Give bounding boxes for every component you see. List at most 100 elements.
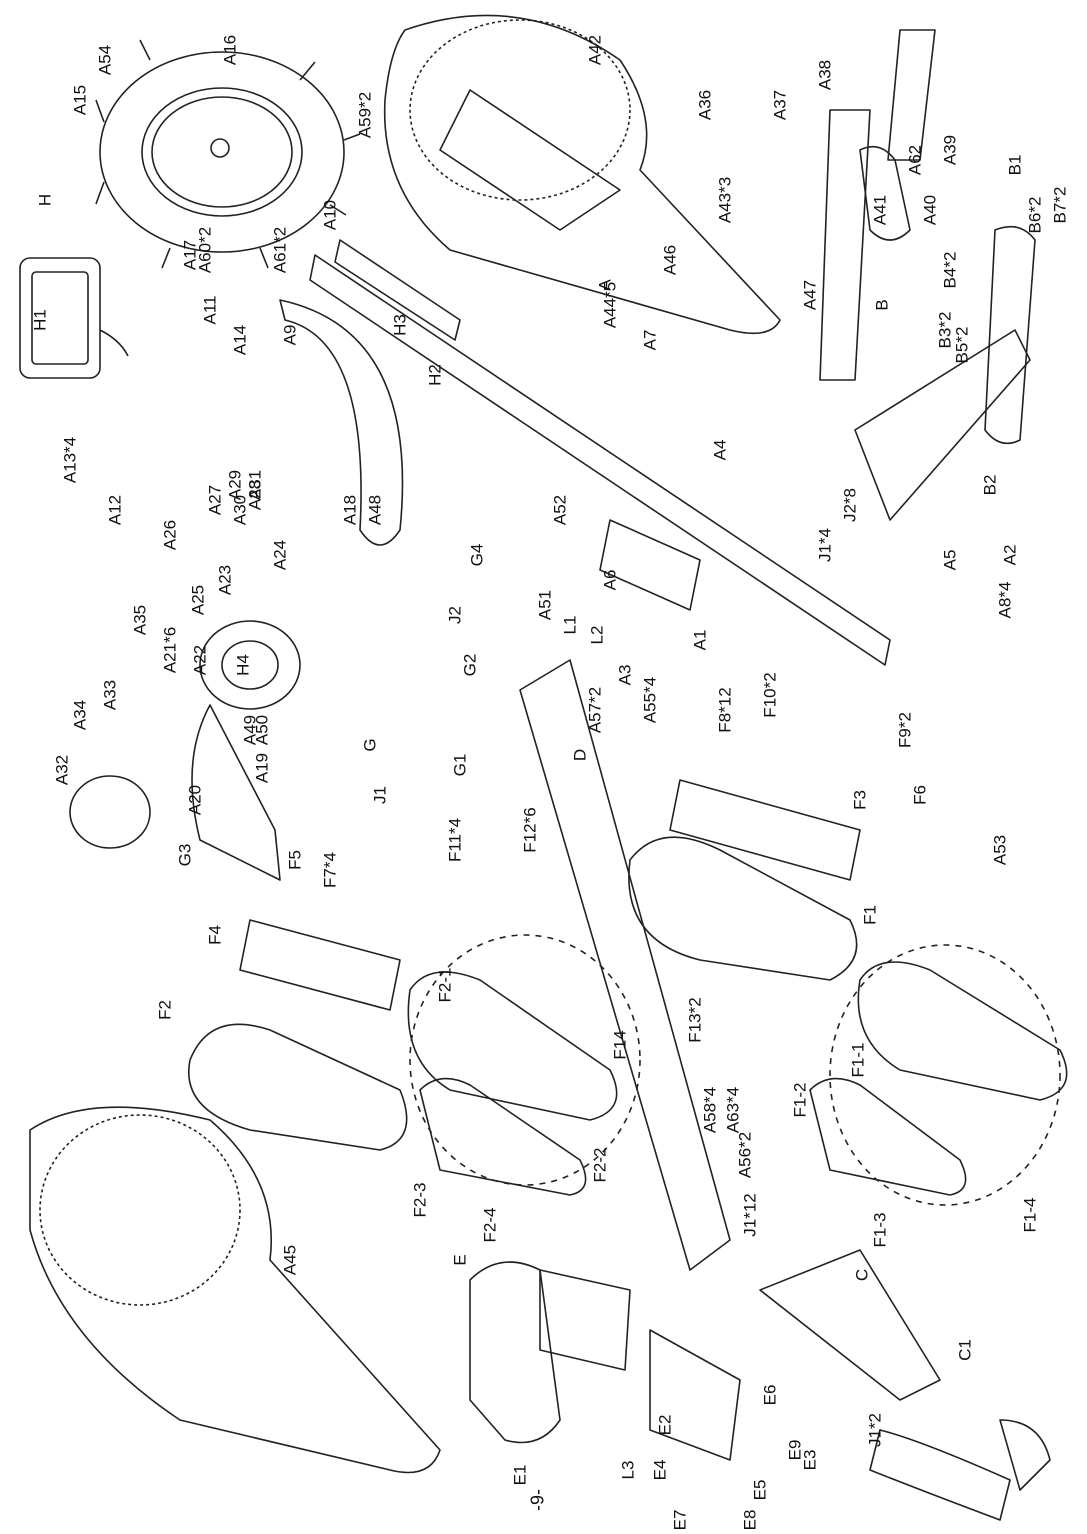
part-label: A10 xyxy=(320,199,340,231)
part-label: F2-2 xyxy=(590,1147,610,1183)
part-label: A18 xyxy=(340,494,360,526)
part-label: F1-3 xyxy=(870,1212,890,1248)
part-label: A50 xyxy=(252,714,272,746)
part-label: A33 xyxy=(100,679,120,711)
part-label: E6 xyxy=(760,1384,780,1406)
part-label: A41 xyxy=(870,194,890,226)
part-label: F1-2 xyxy=(790,1082,810,1118)
part-label: A37 xyxy=(770,89,790,121)
part-label: E4 xyxy=(650,1459,670,1481)
part-label: E5 xyxy=(750,1479,770,1501)
part-label: H1 xyxy=(30,309,50,331)
part-label: A43*3 xyxy=(715,176,735,224)
part-label: B6*2 xyxy=(1025,196,1045,234)
part-label: A4 xyxy=(710,439,730,461)
seat-drawing xyxy=(469,1261,741,1461)
part-label: E9 xyxy=(785,1439,805,1461)
part-label: A51 xyxy=(535,589,555,621)
part-label: A11 xyxy=(200,295,220,325)
part-label: A56*2 xyxy=(735,1131,755,1179)
part-label: A60*2 xyxy=(195,226,215,274)
part-label: A57*2 xyxy=(585,686,605,734)
part-label: L1 xyxy=(560,615,580,635)
part-label: G4 xyxy=(467,543,487,567)
part-label: F10*2 xyxy=(760,672,780,718)
part-label: J1*2 xyxy=(865,1412,885,1448)
part-label: A1 xyxy=(690,629,710,651)
part-label: B1 xyxy=(1005,154,1025,176)
part-label: J2*8 xyxy=(840,487,860,523)
part-label: E xyxy=(450,1254,470,1266)
part-label: A25 xyxy=(188,584,208,616)
part-label: A42 xyxy=(585,34,605,66)
part-label: A2 xyxy=(1000,544,1020,566)
part-label: F1-1 xyxy=(848,1042,868,1078)
main-frame-drawing xyxy=(309,239,891,666)
part-label: G3 xyxy=(175,843,195,867)
part-label: A31 xyxy=(245,469,265,501)
part-label: A52 xyxy=(550,494,570,526)
part-label: A5 xyxy=(940,549,960,571)
part-label: J2 xyxy=(445,606,465,624)
part-label: F2-3 xyxy=(410,1182,430,1218)
part-label: A19 xyxy=(252,752,272,784)
part-label: A46 xyxy=(660,244,680,276)
part-label: B xyxy=(872,299,892,311)
part-label: J1 xyxy=(370,786,390,804)
part-label: H xyxy=(35,193,55,207)
part-label: A7 xyxy=(640,329,660,351)
part-label: A62 xyxy=(905,144,925,176)
part-label: B3*2 xyxy=(935,311,955,349)
part-label: A24 xyxy=(270,539,290,571)
rail-drawing xyxy=(519,659,731,1271)
right-cover-drawing xyxy=(383,14,781,335)
handle-tubes-drawing xyxy=(819,29,936,381)
part-label: A35 xyxy=(130,604,150,636)
part-label: F2 xyxy=(155,1000,175,1020)
part-label: G2 xyxy=(460,653,480,677)
part-label: A40 xyxy=(920,194,940,226)
rear-stabilizer-drawing xyxy=(854,225,1036,521)
part-label: F1-4 xyxy=(1020,1197,1040,1233)
part-label: A16 xyxy=(220,34,240,66)
part-label: L2 xyxy=(587,625,607,645)
left-cover-drawing xyxy=(29,1106,441,1474)
part-label: A61*2 xyxy=(270,226,290,274)
part-label: A15 xyxy=(70,84,90,116)
part-label: A23 xyxy=(215,564,235,596)
part-label: F14 xyxy=(610,1030,630,1060)
part-label: A58*4 xyxy=(700,1086,720,1134)
part-label: F8*12 xyxy=(715,687,735,733)
part-label: A12 xyxy=(105,494,125,526)
part-label: A13*4 xyxy=(60,436,80,484)
part-label: F4 xyxy=(205,925,225,945)
part-label: A55*4 xyxy=(640,676,660,724)
part-label: A39 xyxy=(940,134,960,166)
part-label: A22 xyxy=(190,644,210,676)
part-label: A6 xyxy=(600,569,620,591)
part-label: A26 xyxy=(160,519,180,551)
page-number: -9- xyxy=(527,1489,548,1511)
drive-belt-drawing xyxy=(69,299,404,881)
part-label: J1*12 xyxy=(740,1193,760,1237)
part-label: F7*4 xyxy=(320,852,340,888)
part-label: A54 xyxy=(95,44,115,76)
part-label: A34 xyxy=(70,699,90,731)
part-label: F2-4 xyxy=(480,1207,500,1243)
part-label: A53 xyxy=(990,834,1010,866)
part-label: A47 xyxy=(800,279,820,311)
part-label: A21*6 xyxy=(160,626,180,674)
part-label: F6 xyxy=(910,785,930,805)
part-label: A48 xyxy=(365,494,385,526)
part-label: H2 xyxy=(425,364,445,386)
part-label: A59*2 xyxy=(355,91,375,139)
part-label: J1*4 xyxy=(815,527,835,563)
pedals-drawing xyxy=(188,779,1068,1206)
part-label: B7*2 xyxy=(1050,186,1070,224)
part-label: F2-1 xyxy=(435,967,455,1003)
front-stabilizer-drawing xyxy=(759,1249,1051,1521)
part-label: E7 xyxy=(670,1509,690,1531)
part-label: A27 xyxy=(205,484,225,516)
part-label: E1 xyxy=(510,1464,530,1486)
